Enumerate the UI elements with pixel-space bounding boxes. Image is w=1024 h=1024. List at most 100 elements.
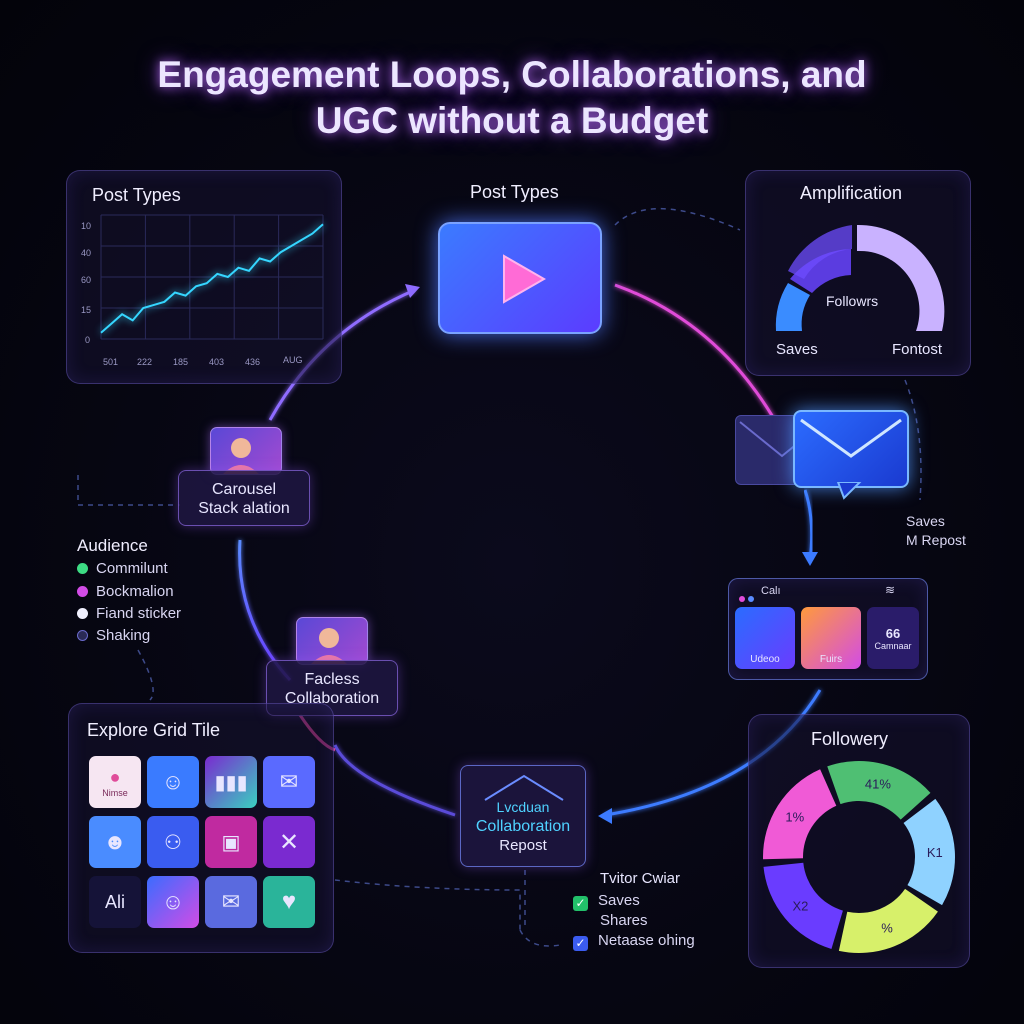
person-icon: ☻ xyxy=(103,829,127,854)
speech-tail-icon xyxy=(836,482,862,500)
checklist-item-1[interactable]: ✓ Saves xyxy=(573,892,640,911)
donut-segment-label: 1% xyxy=(785,809,804,824)
audience-label-2: Bockmalion xyxy=(96,583,174,600)
faceless-line-1: Facless xyxy=(304,671,360,688)
donut-segment xyxy=(763,769,837,860)
call-tile-3[interactable]: 66 Camnaar xyxy=(867,607,919,669)
explore-tile-4[interactable]: ✉ xyxy=(263,756,315,808)
checklist-item-2: Shares xyxy=(600,912,648,929)
followery-title: Followery xyxy=(811,729,889,749)
faceless-node[interactable]: Facless Collaboration xyxy=(266,660,398,716)
explore-tile-7[interactable]: ▣ xyxy=(205,816,257,868)
donut-segment xyxy=(763,862,843,949)
carousel-avatar xyxy=(210,427,282,475)
explore-tile-12[interactable]: ♥ xyxy=(263,876,315,928)
collab-repost-node[interactable]: Lvcduan Collaboration Repost xyxy=(460,765,586,867)
loop-arc-right xyxy=(803,489,814,561)
mail-icon: ✉ xyxy=(221,889,241,914)
y-tick-2: 40 xyxy=(81,248,92,258)
dm-envelope[interactable] xyxy=(793,410,909,488)
carousel-line-2: Stack alation xyxy=(198,500,290,517)
gauge-left-label: Saves xyxy=(776,341,818,358)
explore-tile-9[interactable]: Ali xyxy=(89,876,141,928)
video-post-card[interactable] xyxy=(438,222,602,334)
explore-tile-10[interactable]: ☺ xyxy=(147,876,199,928)
arrowhead-bottom-right xyxy=(598,808,612,824)
profile-icon: ☺ xyxy=(161,889,185,914)
audience-item-3: Fiand sticker xyxy=(77,605,181,622)
users-icon: ⚇ xyxy=(164,831,182,854)
dm-saves-label: Saves xyxy=(906,513,945,529)
x-tick-3: 185 xyxy=(173,357,189,367)
y-tick-1: 10 xyxy=(81,221,92,231)
close-icon: ✕ xyxy=(278,828,300,856)
mail-icon: ✉ xyxy=(279,769,299,794)
donut-segment-label: % xyxy=(881,921,893,936)
call-tile-2[interactable]: Fuirs xyxy=(801,607,861,669)
donut-segment xyxy=(903,798,955,906)
heart-icon: ♥ xyxy=(281,888,297,915)
audience-label-4: Shaking xyxy=(96,627,151,644)
audience-label-1: Commilunt xyxy=(96,560,168,577)
faceless-line-2: Collaboration xyxy=(284,690,380,707)
person-icon xyxy=(311,628,347,664)
center-post-types-label: Post Types xyxy=(470,182,559,202)
explore-grid-title: Explore Grid Tile xyxy=(87,720,221,740)
call-status-dots xyxy=(739,588,758,606)
post-types-panel-title: Post Types xyxy=(92,185,181,205)
carousel-node[interactable]: Carousel Stack alation xyxy=(178,470,310,526)
user-icon: ☺ xyxy=(161,769,185,794)
x-tick-5: 436 xyxy=(245,357,261,367)
donut-segment-label: 41% xyxy=(865,776,891,791)
dm-repost-label: M Repost xyxy=(906,532,966,548)
gauge-center-label: Followrs xyxy=(826,293,879,309)
explore-tile-8[interactable]: ✕ xyxy=(263,816,315,868)
explore-tile-3[interactable]: ▮▮▮ xyxy=(205,756,257,808)
house-roof-icon xyxy=(484,774,564,801)
explore-tile-1[interactable]: ●Nimse xyxy=(89,756,141,808)
audience-dot-1 xyxy=(77,563,88,574)
arrowhead-right xyxy=(802,552,818,566)
audience-item-2: Bockmalion xyxy=(77,583,174,600)
post-types-panel: Post Types 10 40 60 15 0 501 222 185 403… xyxy=(66,170,342,384)
play-icon xyxy=(503,254,547,304)
y-tick-5: 0 xyxy=(85,335,91,345)
amplification-gauge xyxy=(775,224,945,331)
x-tick-6: AUG xyxy=(283,355,303,365)
carousel-line-1: Carousel xyxy=(211,481,277,498)
wifi-icon: ≋ xyxy=(885,583,896,597)
explore-tile-6[interactable]: ⚇ xyxy=(147,816,199,868)
call-tile-3-bottom: Camnaar xyxy=(874,640,912,651)
y-tick-4: 15 xyxy=(81,305,92,315)
bar-chart-icon: ▮▮▮ xyxy=(214,771,248,794)
call-tile-1-label: Udeoo xyxy=(750,654,780,665)
audience-title: Audience xyxy=(77,536,148,555)
call-panel: Calı ≋ Udeoo Fuirs 66 Camnaar xyxy=(728,578,928,680)
y-tick-3: 60 xyxy=(81,275,92,285)
checklist-item-3[interactable]: ✓Netaase ohing xyxy=(573,932,695,951)
collab-repost-line-2: Collaboration xyxy=(475,818,571,835)
donut-segment-label: X2 xyxy=(792,898,808,913)
explore-tile-2[interactable]: ☺ xyxy=(147,756,199,808)
call-tile-1[interactable]: Udeoo xyxy=(735,607,795,669)
explore-tile-5[interactable]: ☻ xyxy=(89,816,141,868)
collab-repost-line-3: Repost xyxy=(499,837,547,854)
title-line-2: UGC without a Budget xyxy=(315,100,709,141)
checklist-label-2: Shares xyxy=(600,912,648,929)
check-icon[interactable]: ✓ xyxy=(573,936,588,951)
audience-dot-4 xyxy=(77,630,88,641)
check-icon[interactable]: ✓ xyxy=(573,896,588,911)
title-line-1: Engagement Loops, Collaborations, and xyxy=(157,54,867,95)
gauge-segment-right xyxy=(857,224,945,331)
explore-tile-11[interactable]: ✉ xyxy=(205,876,257,928)
explore-grid-panel: Explore Grid Tile ●Nimse ☺ ▮▮▮ ✉ ☻ ⚇ ▣ ✕… xyxy=(68,703,334,953)
envelope-icon xyxy=(800,418,902,458)
checklist-label-1: Saves xyxy=(598,892,640,909)
audience-dot-2 xyxy=(77,586,88,597)
gauge-segment-top-left xyxy=(788,225,852,279)
call-tile-3-top: 66 xyxy=(885,625,901,641)
donut-segment xyxy=(827,761,931,820)
donut-segment xyxy=(838,888,938,953)
person-icon xyxy=(223,438,259,474)
